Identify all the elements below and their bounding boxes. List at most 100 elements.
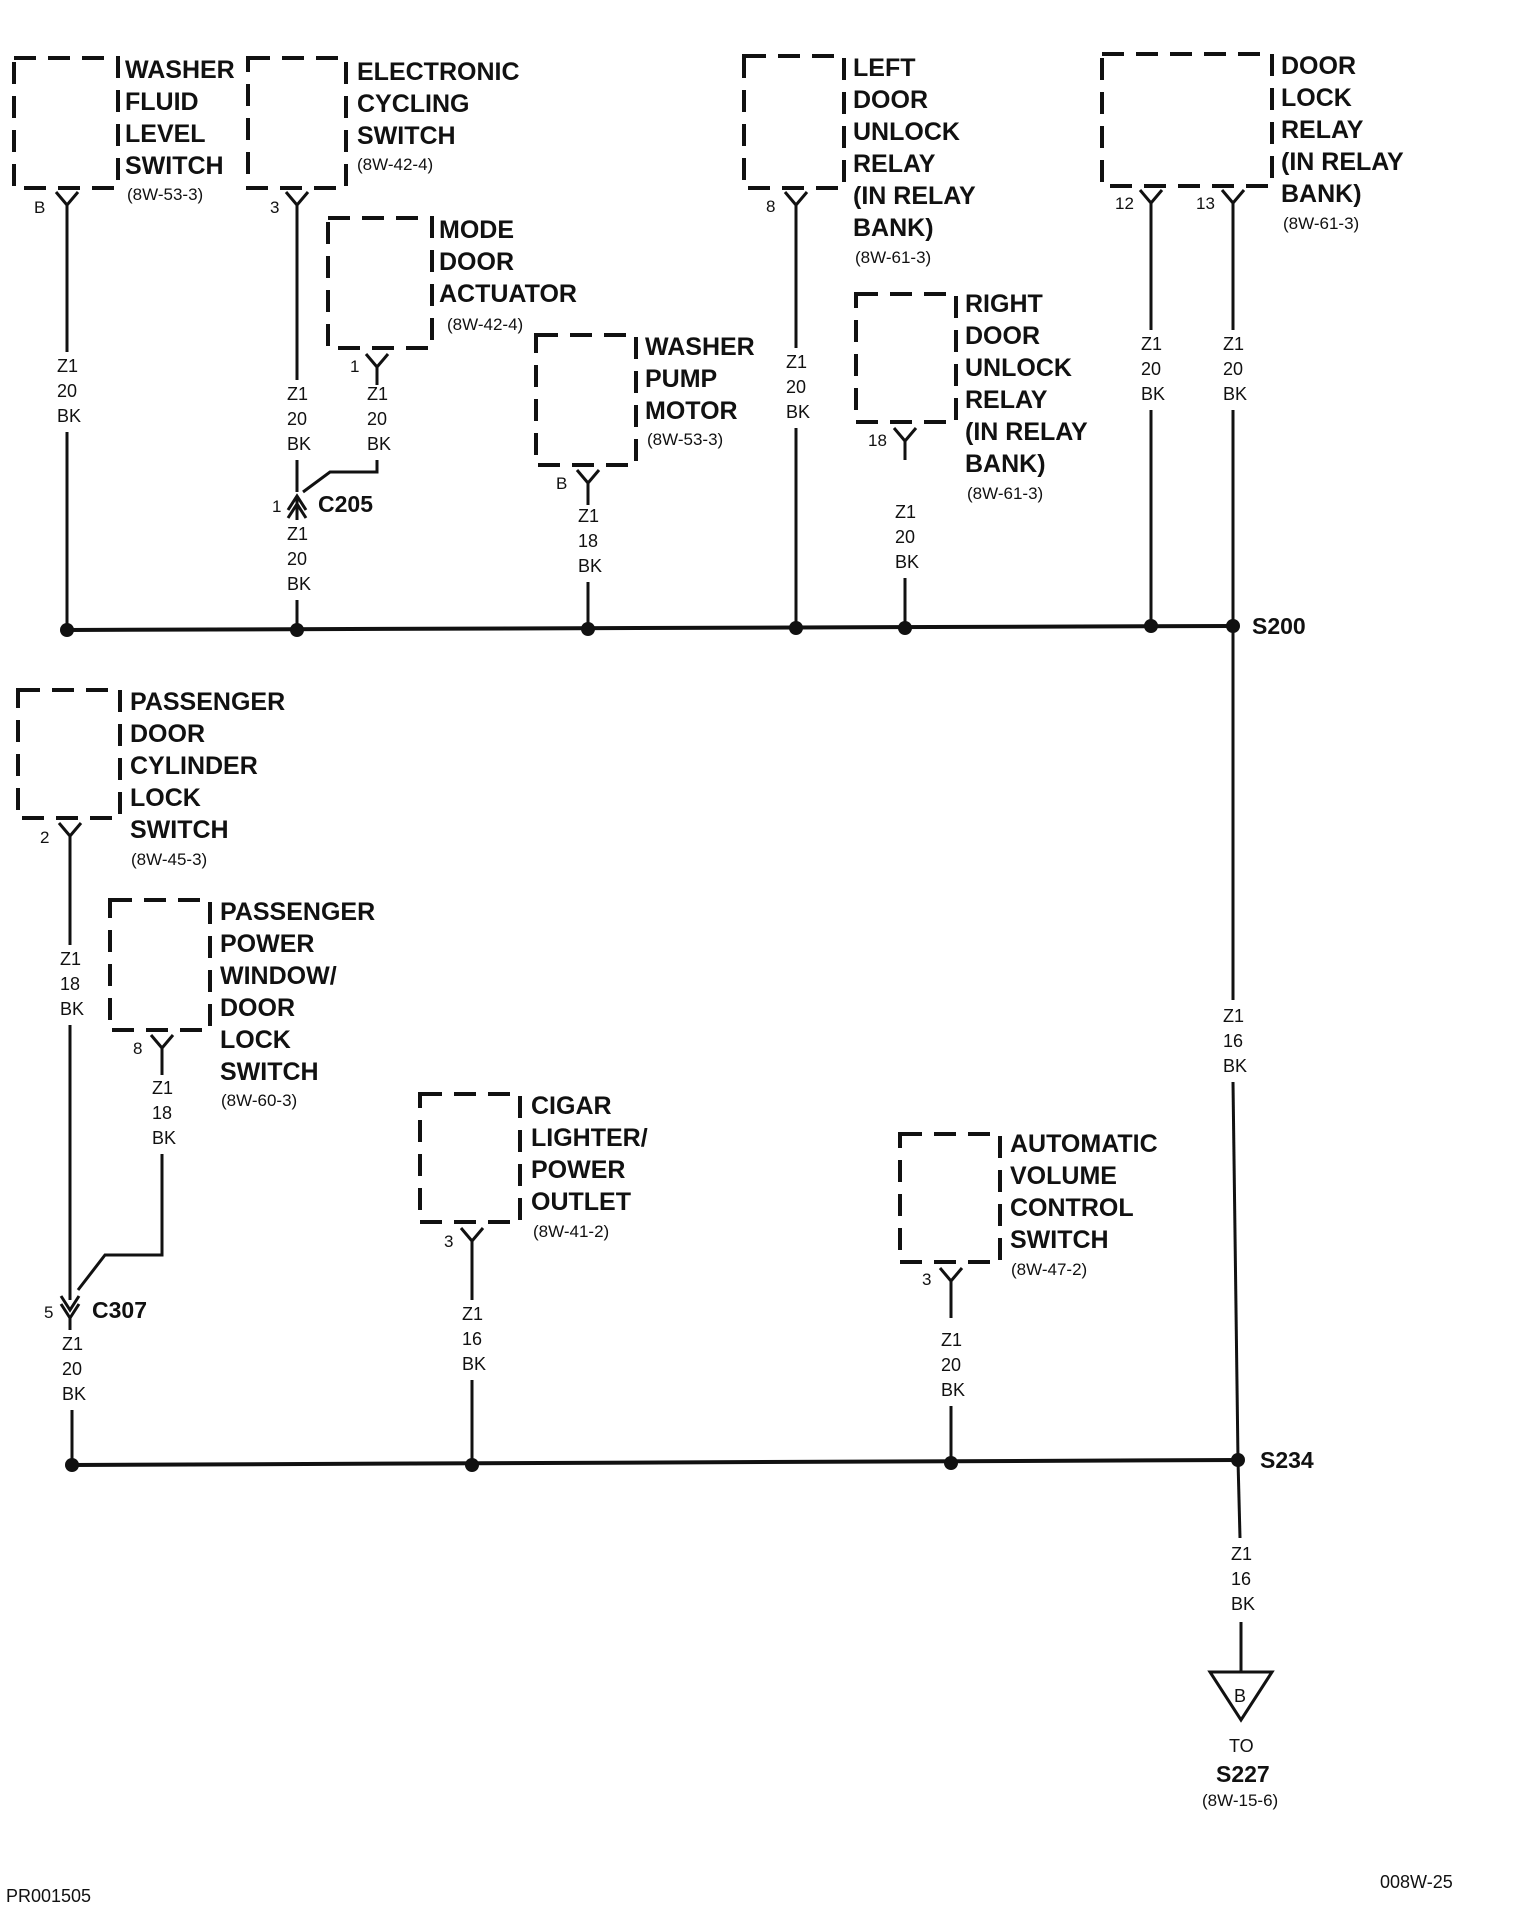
wire-color-code: Z1 <box>462 1304 483 1324</box>
wire-color-code: Z1 <box>367 384 388 404</box>
component-label-line: MODE <box>439 216 514 244</box>
figure-code-left: PR001505 <box>6 1886 91 1906</box>
connector-pin-symbol <box>1138 189 1164 225</box>
component-label-line: (IN RELAY <box>1281 148 1404 176</box>
wire-color-code: Z1 <box>941 1330 962 1350</box>
pin-number: 5 <box>44 1303 53 1322</box>
component-label-line: FLUID <box>125 88 199 116</box>
right-door-unlock-relay: RIGHT DOOR UNLOCK RELAY (IN RELAY BANK) … <box>854 290 1088 503</box>
component-label-line: LEVEL <box>125 120 206 148</box>
washer-pump-motor: WASHER PUMP MOTOR (8W-53-3) B <box>534 333 755 505</box>
wire-color-code: Z1 <box>152 1078 173 1098</box>
component-label-line: DOOR <box>220 994 295 1022</box>
wire-color-code: Z1 <box>578 506 599 526</box>
destination-splice-label: S227 <box>1216 1761 1270 1787</box>
component-box <box>534 333 638 467</box>
page-reference: (8W-53-3) <box>647 430 723 449</box>
wire-gauge: 20 <box>62 1359 82 1379</box>
connector-pin-symbol <box>575 469 601 505</box>
wire-color: BK <box>60 999 84 1019</box>
wire-gauge: 18 <box>152 1103 172 1123</box>
component-label-line: WASHER <box>125 56 235 84</box>
wire-gauge: 16 <box>1223 1031 1243 1051</box>
wire-color-code: Z1 <box>895 502 916 522</box>
component-label-line: SWITCH <box>1010 1226 1109 1254</box>
splice-label: S200 <box>1252 613 1306 639</box>
cigar-lighter-power-outlet: CIGAR LIGHTER/ POWER OUTLET (8W-41-2) 3 … <box>418 1092 648 1465</box>
component-label-line: CIGAR <box>531 1092 612 1120</box>
component-label-line: LIGHTER/ <box>531 1124 648 1152</box>
component-box <box>854 292 958 424</box>
splice-dot <box>581 622 595 636</box>
component-box <box>1100 52 1274 188</box>
component-box <box>246 56 348 190</box>
pin-number: 8 <box>133 1039 142 1058</box>
component-label-line: AUTOMATIC <box>1010 1130 1158 1158</box>
component-label-line: WINDOW/ <box>220 962 337 990</box>
component-box <box>898 1132 1002 1264</box>
splice-dot <box>60 623 74 637</box>
component-label-line: MOTOR <box>645 397 738 425</box>
splice-dot <box>465 1458 479 1472</box>
upper-wires: Z1 20 BK Z1 20 BK Z1 20 BK 1 C205 Z1 20 … <box>57 225 1247 630</box>
component-label-line: SWITCH <box>130 816 229 844</box>
component-label-line: PASSENGER <box>220 898 375 926</box>
connector-pin-symbol <box>459 1227 485 1300</box>
page-reference: (8W-61-3) <box>967 484 1043 503</box>
wire-gauge: 16 <box>1231 1569 1251 1589</box>
left-door-unlock-relay: LEFT DOOR UNLOCK RELAY (IN RELAY BANK) (… <box>742 54 976 267</box>
component-label-line: DOOR <box>130 720 205 748</box>
automatic-volume-control-switch: AUTOMATIC VOLUME CONTROL SWITCH (8W-47-2… <box>898 1130 1158 1463</box>
component-box <box>16 688 122 820</box>
component-box <box>326 216 434 350</box>
splice-dot <box>65 1458 79 1472</box>
component-label-line: RELAY <box>965 386 1048 414</box>
wire-gauge: 20 <box>287 549 307 569</box>
s234-to-s227: Z1 16 BK B TO S227 (8W-15-6) <box>1202 1459 1278 1810</box>
connector-pin-symbol <box>892 427 918 460</box>
component-label-line: RELAY <box>853 150 936 178</box>
connector-pin-symbol <box>783 191 809 225</box>
splice-label: S234 <box>1260 1447 1314 1473</box>
component-label-line: CYCLING <box>357 90 470 118</box>
wire-color: BK <box>1141 384 1165 404</box>
component-label-line: POWER <box>220 930 314 958</box>
splice-dot <box>898 621 912 635</box>
wire-color-code: Z1 <box>786 352 807 372</box>
wire <box>1231 1081 1240 1461</box>
page-reference: (8W-41-2) <box>533 1222 609 1241</box>
component-label-line: POWER <box>531 1156 625 1184</box>
connector-pin-symbol <box>1220 189 1246 225</box>
wire-color: BK <box>895 552 919 572</box>
component-label-line: LOCK <box>220 1026 291 1054</box>
component-label-line: BANK) <box>1281 180 1362 208</box>
component-label-line: OUTLET <box>531 1188 631 1216</box>
connector-pin-symbol <box>284 191 310 225</box>
wire-color: BK <box>367 434 391 454</box>
wire-gauge: 20 <box>895 527 915 547</box>
connector-pin-symbol <box>57 822 83 850</box>
component-label-line: DOOR <box>965 322 1040 350</box>
pin-number: 2 <box>40 828 49 847</box>
component-label-line: RELAY <box>1281 116 1364 144</box>
splice-dot <box>789 621 803 635</box>
s200-to-s234-wire: Z1 16 BK <box>1223 626 1247 1461</box>
component-box <box>418 1092 522 1224</box>
wire-gauge: 20 <box>1141 359 1161 379</box>
component-label-line: UNLOCK <box>853 118 960 146</box>
wire-color-code: Z1 <box>60 949 81 969</box>
wire-gauge: 20 <box>1223 359 1243 379</box>
component-box <box>12 56 120 190</box>
pin-number: 13 <box>1196 194 1215 213</box>
wire-color-code: Z1 <box>1141 334 1162 354</box>
splice-dot <box>290 623 304 637</box>
wire-color: BK <box>1231 1594 1255 1614</box>
wire-color: BK <box>786 402 810 422</box>
connector-pin-symbol <box>149 1034 175 1062</box>
connector-pin-symbol <box>54 191 80 225</box>
component-label-line: CYLINDER <box>130 752 258 780</box>
wire-gauge: 20 <box>786 377 806 397</box>
component-label-line: SWITCH <box>125 152 224 180</box>
component-label-line: UNLOCK <box>965 354 1072 382</box>
pin-number: 12 <box>1115 194 1134 213</box>
